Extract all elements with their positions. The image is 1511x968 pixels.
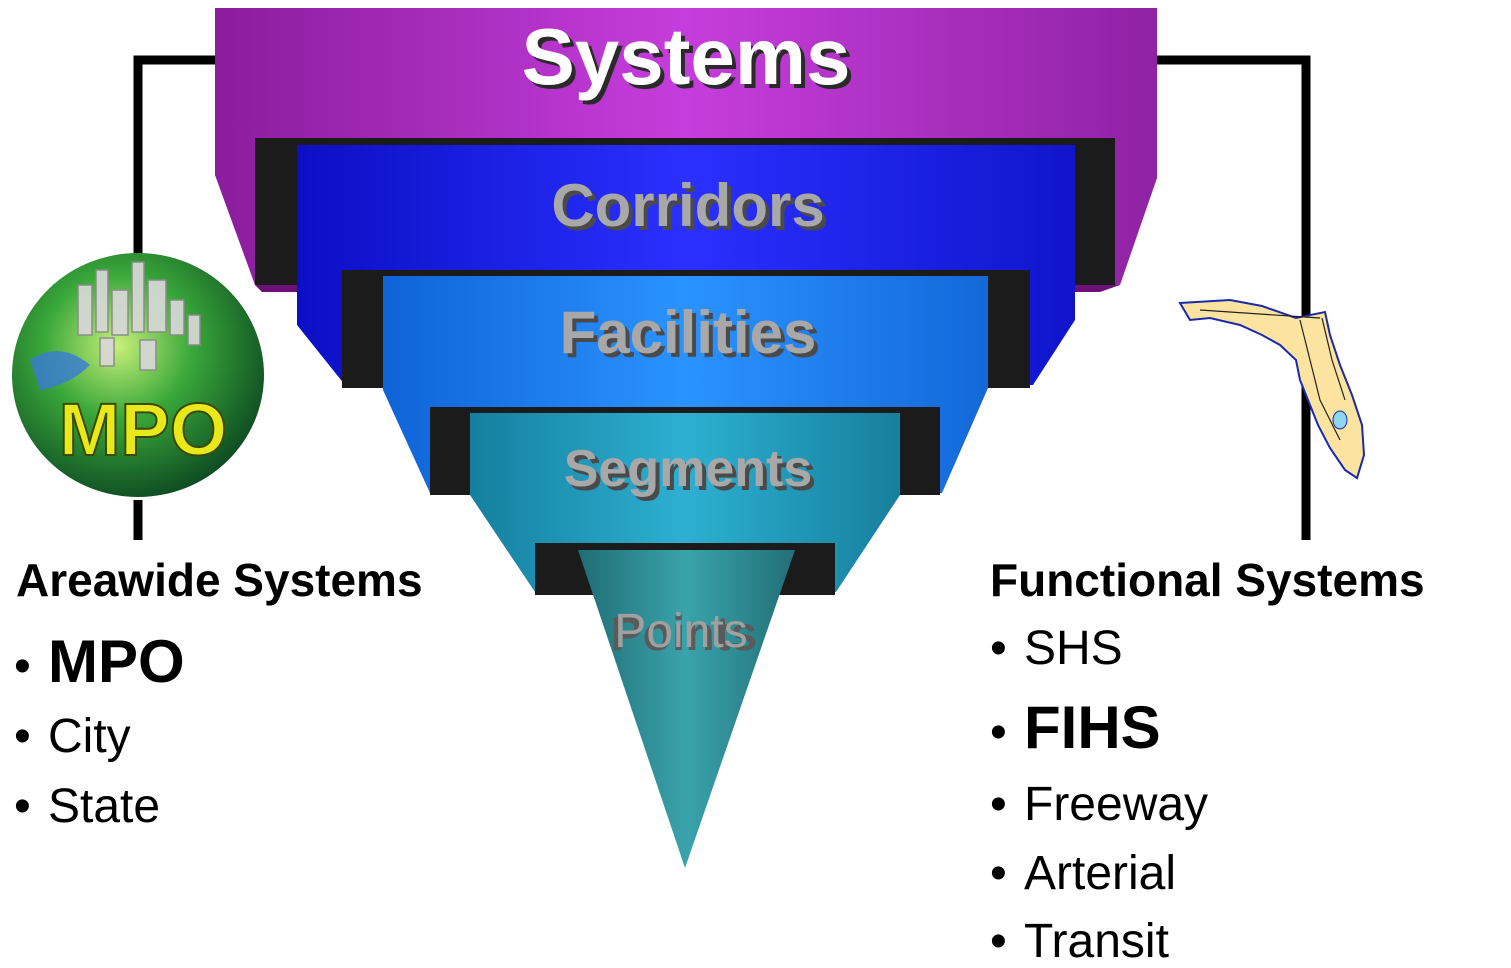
florida-map-icon bbox=[1178, 298, 1366, 480]
bullet: • bbox=[990, 622, 1007, 675]
layer-label-segments: Segments bbox=[568, 444, 817, 502]
mpo-globe-icon: MPO bbox=[12, 253, 264, 497]
areawide-item-mpo: •MPO bbox=[14, 628, 185, 695]
layer-label-facilities: Facilities bbox=[564, 303, 821, 370]
areawide-systems-list: •MPO •City •State bbox=[14, 0, 414, 965]
functional-item-shs: •SHS bbox=[990, 622, 1123, 675]
layer-points: Points Points bbox=[535, 543, 835, 868]
layer-label-points: Points bbox=[611, 608, 758, 661]
areawide-item-city: •City bbox=[14, 710, 131, 763]
bullet: • bbox=[990, 847, 1007, 900]
areawide-item-state: •State bbox=[14, 780, 161, 833]
functional-item-arterial: •Arterial bbox=[990, 847, 1177, 900]
svg-text:Points: Points bbox=[614, 605, 747, 658]
bullet: • bbox=[990, 915, 1007, 968]
functional-systems-list: •SHS •FIHS •Freeway •Arterial •Transit bbox=[990, 0, 1490, 968]
layer-label-corridors: Corridors bbox=[555, 176, 828, 243]
bullet: • bbox=[14, 640, 31, 693]
areawide-systems-heading: Areawide Systems bbox=[16, 554, 423, 606]
bullet: • bbox=[14, 710, 31, 763]
bullet: • bbox=[990, 706, 1007, 759]
functional-item-freeway: •Freeway bbox=[990, 778, 1209, 831]
svg-text:Segments: Segments bbox=[564, 440, 813, 498]
bullet: • bbox=[990, 778, 1007, 831]
svg-text:Corridors: Corridors bbox=[551, 172, 824, 239]
bullet: • bbox=[14, 780, 31, 833]
mpo-globe-text: MPO bbox=[59, 388, 228, 471]
svg-text:Systems: Systems bbox=[521, 12, 850, 101]
functional-item-fihs: •FIHS bbox=[990, 694, 1161, 761]
functional-systems-heading: Functional Systems bbox=[990, 554, 1425, 606]
functional-item-transit: •Transit bbox=[990, 915, 1169, 968]
layer-label-systems: Systems bbox=[525, 16, 854, 105]
svg-text:Facilities: Facilities bbox=[560, 299, 817, 366]
